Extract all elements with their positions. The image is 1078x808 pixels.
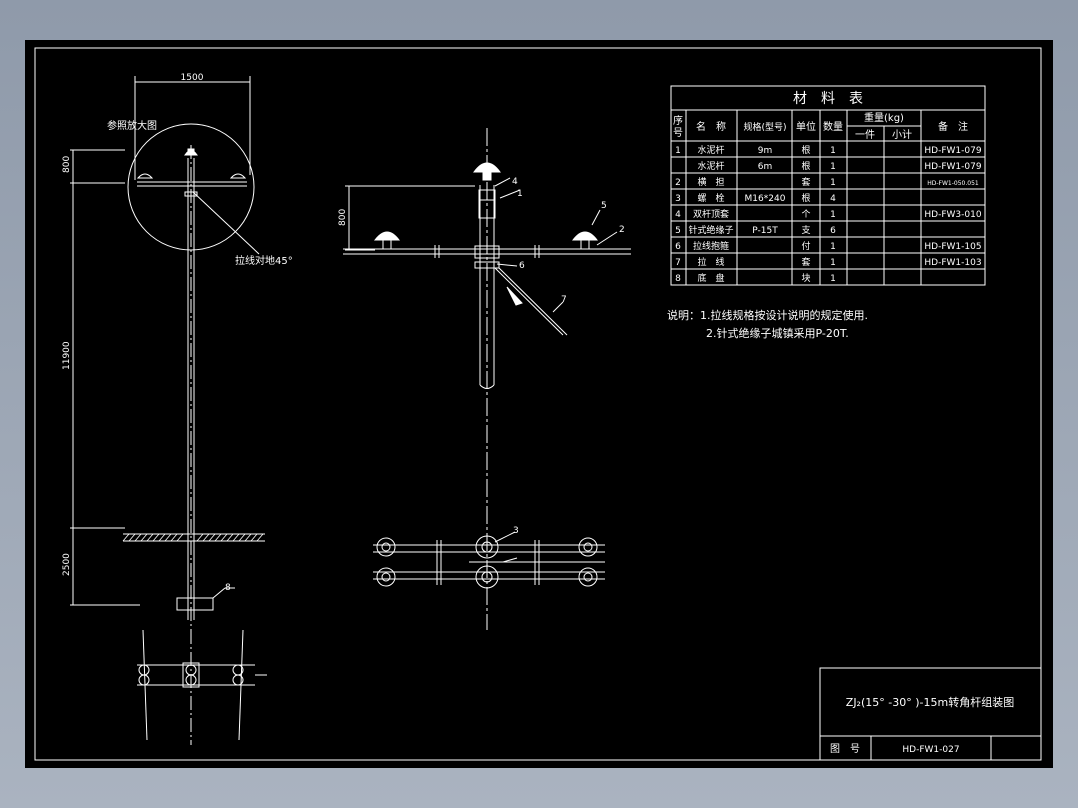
table-cell-name: 双杆顶套 — [693, 208, 729, 220]
table-cell-unit: 根 — [801, 192, 810, 204]
base-plate — [176, 597, 214, 611]
dim-2500: 2500 — [62, 553, 72, 576]
table-cell-unit: 个 — [801, 209, 810, 220]
dim-800-left: 800 — [62, 156, 72, 173]
callout-2: 2 — [619, 225, 625, 235]
dim-800-mid: 800 — [338, 209, 348, 226]
hdr-remark: 备 注 — [938, 120, 968, 133]
table-cell-unit: 付 — [801, 241, 810, 252]
callout-4: 4 — [512, 177, 518, 187]
table-cell-remark: HD-FW1-103 — [924, 258, 981, 268]
table-cell-seq: 6 — [675, 242, 681, 252]
hdr-seq-2: 号 — [673, 127, 683, 139]
table-cell-name: 拉 线 — [697, 256, 724, 268]
table-cell-unit: 套 — [801, 176, 810, 188]
table-cell-qty: 1 — [830, 146, 836, 156]
dim-1500: 1500 — [181, 73, 204, 83]
hdr-weight: 重量(kg) — [864, 111, 904, 124]
table-cell-seq: 3 — [675, 194, 681, 204]
table-cell-spec: P-15T — [752, 226, 778, 236]
drawing-title: ZJ₂(15° -30° )-15m转角杆组装图 — [846, 695, 1014, 709]
callout-3: 3 — [513, 526, 519, 536]
table-cell-seq: 5 — [675, 226, 681, 236]
table-cell-remark: HD-FW1-050.051 — [927, 180, 979, 187]
callout-7: 7 — [561, 295, 567, 305]
dim-11900: 11900 — [62, 341, 72, 370]
title-block — [819, 667, 1042, 761]
table-cell-seq: 8 — [675, 274, 681, 284]
callout-8: 8 — [225, 583, 231, 593]
table-cell-qty: 1 — [830, 274, 836, 284]
table-cell-seq: 2 — [675, 178, 681, 188]
guy-angle-label: 拉线对地45° — [235, 254, 293, 267]
table-cell-spec: M16*240 — [745, 194, 786, 204]
table-cell-name: 针式绝缘子 — [688, 224, 733, 236]
note-line-2: 2.针式绝缘子城镇采用P-20T. — [706, 326, 849, 340]
drawing-border — [34, 47, 1042, 761]
table-cell-qty: 4 — [830, 194, 836, 204]
callout-1: 1 — [517, 189, 523, 199]
table-cell-qty: 1 — [830, 210, 836, 220]
table-cell-name: 水泥杆 — [697, 160, 724, 172]
hdr-name: 名 称 — [696, 120, 726, 133]
table-cell-name: 水泥杆 — [697, 144, 724, 156]
table-cell-remark: HD-FW3-010 — [924, 210, 981, 220]
drawing-sheet: 1500 参照放大图 拉线对地45° 8 4 1 5 2 6 7 3 800 1… — [25, 40, 1053, 768]
drawing-no: HD-FW1-027 — [902, 745, 959, 755]
table-title: 材 料 表 — [793, 91, 863, 107]
table-cell-seq: 7 — [675, 258, 681, 268]
note-line-1: 说明：1.拉线规格按设计说明的规定使用. — [667, 308, 868, 322]
callout-5: 5 — [601, 201, 607, 211]
table-cell-name: 横 担 — [697, 176, 724, 188]
table-cell-qty: 1 — [830, 258, 836, 268]
table-cell-remark: HD-FW1-079 — [924, 146, 981, 156]
table-cell-seq: 4 — [675, 210, 681, 220]
cad-drawing: 1500 参照放大图 拉线对地45° 8 4 1 5 2 6 7 3 800 1… — [34, 47, 1042, 761]
table-cell-name: 底 盘 — [697, 272, 724, 284]
table-cell-qty: 1 — [830, 162, 836, 172]
middle-elevation — [343, 128, 631, 630]
callout-6: 6 — [519, 261, 525, 271]
hdr-weight-total: 小计 — [892, 128, 912, 141]
table-cell-qty: 1 — [830, 178, 836, 188]
hdr-spec: 规格(型号) — [743, 121, 786, 133]
middle-plan-view — [373, 535, 605, 589]
table-cell-qty: 6 — [830, 226, 836, 236]
table-cell-remark: HD-FW1-079 — [924, 162, 981, 172]
left-elevation — [70, 76, 267, 745]
table-cell-spec: 6m — [758, 162, 773, 172]
drawing-no-label: 图 号 — [830, 743, 860, 755]
table-cell-name: 拉线抱箍 — [693, 240, 729, 252]
table-cell-unit: 块 — [801, 272, 810, 284]
hdr-seq-1: 序 — [673, 114, 683, 127]
table-cell-spec: 9m — [758, 146, 773, 156]
table-cell-seq: 1 — [675, 146, 681, 156]
table-cell-qty: 1 — [830, 242, 836, 252]
hdr-unit: 单位 — [796, 120, 816, 133]
table-cell-name: 螺 栓 — [697, 192, 724, 204]
enlarge-ref-label: 参照放大图 — [107, 119, 157, 132]
table-cell-unit: 支 — [801, 224, 810, 236]
hdr-qty: 数量 — [823, 120, 843, 133]
hdr-weight-each: 一件 — [855, 129, 875, 141]
table-cell-unit: 套 — [801, 256, 810, 268]
table-cell-remark: HD-FW1-105 — [924, 242, 981, 252]
table-cell-unit: 根 — [801, 144, 810, 156]
table-cell-unit: 根 — [801, 160, 810, 172]
material-table — [670, 85, 986, 286]
